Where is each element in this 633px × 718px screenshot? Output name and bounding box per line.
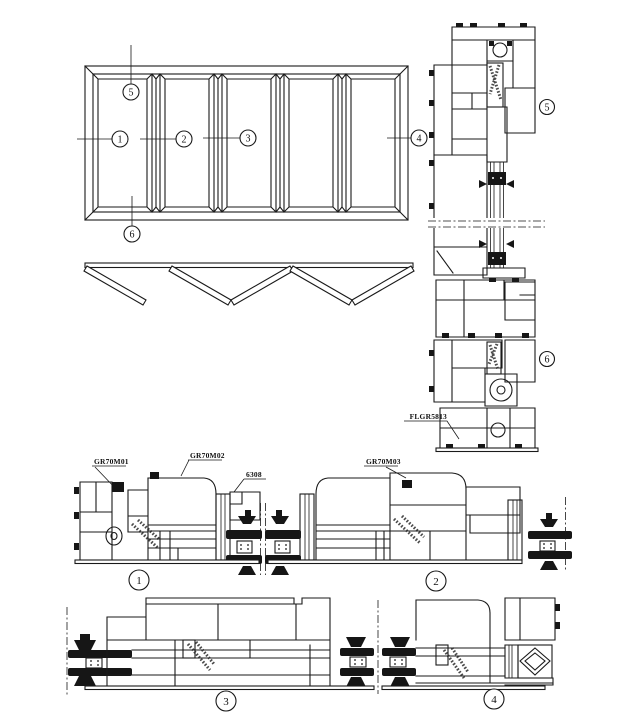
- foam-gasket: [442, 647, 470, 679]
- svg-text:GR70M01: GR70M01: [94, 457, 129, 466]
- callout-4-elevation: 4: [410, 129, 428, 147]
- base-line: [381, 685, 546, 691]
- callout-2-detail: 2: [425, 570, 447, 592]
- right-jamb-profile: [489, 597, 560, 686]
- callout-6-detail: 6: [538, 350, 556, 368]
- hinge-assembly-3: [68, 634, 132, 686]
- foam-gasket: [186, 641, 216, 671]
- horizontal-section-row-1: GR70M01 GR70M02 6308 GR70M03: [74, 451, 572, 592]
- break-line: [428, 220, 545, 228]
- svg-text:6: 6: [130, 230, 135, 241]
- part-label-gr70m03: GR70M03: [364, 457, 407, 479]
- callout-4-detail: 4: [483, 688, 505, 710]
- leaf-section-4: [415, 599, 506, 684]
- hinge-assembly-2: [528, 497, 572, 572]
- callout-5-elevation: 5: [122, 83, 140, 101]
- leaf-section-1: [147, 472, 261, 561]
- leaf-section-3: [106, 597, 331, 687]
- svg-text:1: 1: [136, 575, 142, 587]
- svg-text:GR70M02: GR70M02: [190, 451, 225, 460]
- svg-text:GR70M03: GR70M03: [366, 457, 401, 466]
- callout-2-elevation: 2: [175, 130, 193, 148]
- callout-5-detail: 5: [538, 98, 556, 116]
- svg-text:5: 5: [129, 88, 134, 99]
- head-frame-profile: [429, 23, 536, 163]
- svg-text:3: 3: [223, 696, 229, 708]
- mullions: [151, 73, 347, 213]
- vertical-section-detail: 5 6 FLGR5813: [404, 23, 556, 453]
- track: [84, 262, 414, 269]
- part-label-gr70m02: GR70M02: [180, 451, 225, 477]
- hinge-assembly-1: [226, 503, 301, 575]
- part-label-flgr5813: FLGR5813: [404, 412, 460, 440]
- base-line: [84, 685, 375, 691]
- base-line: [267, 559, 523, 565]
- glass-panes: [490, 162, 504, 268]
- leaf-4: [289, 265, 353, 306]
- callout-1-detail: 1: [128, 569, 150, 591]
- callout-3-elevation: 3: [239, 129, 257, 147]
- elevation-view: 5 1 2 3 4 6: [77, 45, 428, 243]
- transom-profile: [435, 279, 536, 338]
- svg-text:6308: 6308: [246, 470, 262, 479]
- plan-view: [83, 262, 415, 306]
- leaf-3: [230, 265, 294, 306]
- foam-gasket: [487, 343, 500, 371]
- foam-gasket: [488, 64, 503, 101]
- glazing-and-interlock: [426, 154, 546, 282]
- horizontal-section-row-2: 3 4: [66, 597, 560, 712]
- svg-text:6: 6: [545, 355, 550, 366]
- leaf-1: [83, 265, 147, 306]
- left-jamb-profile: [74, 477, 162, 561]
- callout-6-elevation: 6: [123, 225, 141, 243]
- svg-text:2: 2: [433, 576, 439, 588]
- svg-text:4: 4: [417, 134, 422, 145]
- leaf-section-2: [299, 477, 391, 561]
- foam-gasket: [130, 518, 162, 550]
- svg-text:5: 5: [545, 103, 550, 114]
- leaf-section-right: [389, 472, 523, 561]
- svg-text:4: 4: [491, 694, 497, 706]
- part-label-6308: 6308: [233, 470, 266, 493]
- base-line: [435, 447, 539, 453]
- svg-text:FLGR5813: FLGR5813: [410, 412, 447, 421]
- base-line: [74, 559, 260, 565]
- panel-bevels: [92, 73, 401, 213]
- callout-3-detail: 3: [215, 690, 237, 712]
- roller-wheel: [489, 378, 513, 402]
- svg-text:1: 1: [118, 135, 123, 146]
- svg-text:2: 2: [182, 135, 187, 146]
- leaf-2: [168, 265, 232, 306]
- svg-text:3: 3: [246, 134, 251, 145]
- leaf-5: [351, 265, 415, 306]
- foam-gasket: [392, 514, 426, 545]
- hinge-assembly-4: [340, 600, 416, 694]
- callout-1-elevation: 1: [111, 130, 129, 148]
- sill-profile: [429, 339, 539, 453]
